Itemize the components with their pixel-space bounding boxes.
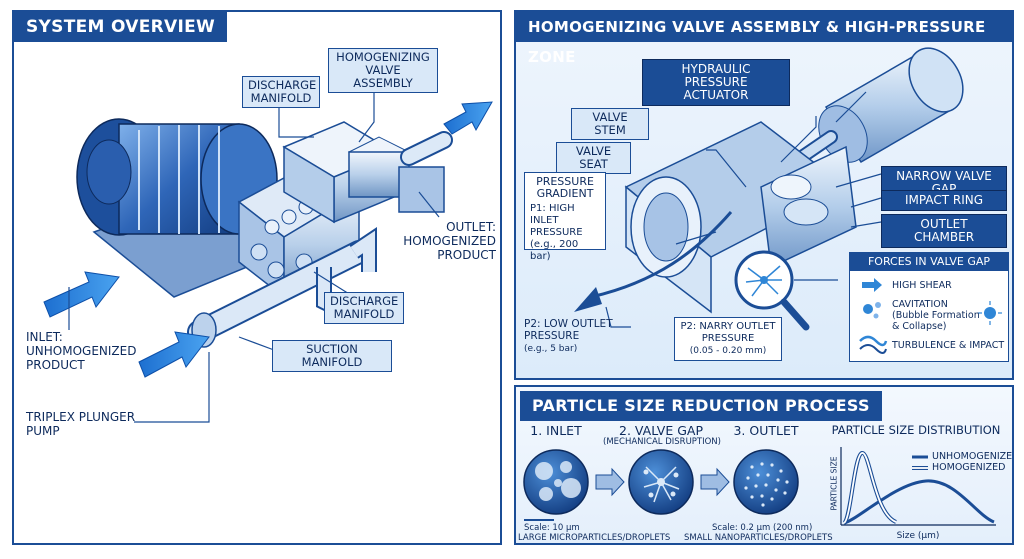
valve-zone-title: HOMOGENIZING VALVE ASSEMBLY & HIGH-PRESS… — [516, 12, 1012, 66]
stage-inlet-scale: Scale: 10 µm — [524, 523, 580, 533]
force-high-shear: HIGH SHEAR — [892, 280, 952, 291]
system-overview-title: SYSTEM OVERVIEW — [14, 12, 228, 42]
valve-zone-panel: HOMOGENIZING VALVE ASSEMBLY & HIGH-PRESS… — [514, 10, 1014, 380]
electric-motor — [76, 118, 278, 236]
label-suction-manifold: SUCTION MANIFOLD — [272, 340, 392, 372]
turbulence-icon — [859, 335, 888, 354]
forces-in-valve-gap-box: FORCES IN VALVE GAP HIGH SHEAR CAVITATIO… — [849, 252, 1009, 362]
stage-inlet-title: 1. INLET — [530, 423, 582, 438]
p2-narrow-outlet-box: P2: NARRY OUTLET PRESSURE (0.05 - 0.20 m… — [674, 317, 782, 361]
magnifier-icon — [734, 250, 810, 331]
label-valve-stem: VALVE STEM — [571, 108, 649, 140]
stage-outlet-caption: SMALL NANOPARTICLES/DROPLETS — [684, 533, 833, 543]
label-triplex-plunger-pump: TRIPLEX PLUNGER PUMP — [26, 410, 136, 438]
p2-low-text: P2: LOW OUTLET PRESSURE — [524, 318, 613, 342]
inlet-flow-arrow-upper — [43, 271, 120, 318]
valve-body-cutaway — [624, 121, 857, 314]
unhomogenized-curve — [843, 479, 995, 525]
particle-size-panel: PARTICLE SIZE REDUCTION PROCESS — [514, 385, 1014, 545]
particle-size-title: PARTICLE SIZE REDUCTION PROCESS — [520, 391, 882, 421]
p2-narrow-example: (0.05 - 0.20 mm) — [689, 346, 767, 356]
inlet-flow-arrow-lower — [138, 331, 210, 378]
stage-arrow-1 — [595, 467, 625, 497]
particle-stages-illustration — [523, 447, 996, 526]
forces-title: FORCES IN VALVE GAP — [850, 253, 1008, 271]
homogenized-curve — [843, 452, 897, 524]
force-turbulence-impact: TURBULENCE & IMPACT — [892, 340, 1005, 351]
label-outlet-homogenized-product: OUTLET: HOMOGENIZED PRODUCT — [403, 220, 496, 262]
force-cavitation: CAVITATION (Bubble Formation & Collapse) — [892, 299, 980, 332]
shear-arrows-icon — [862, 278, 882, 292]
stage-inlet-caption: LARGE MICROPARTICLES/DROPLETS — [518, 533, 671, 543]
p2-low-outlet-pressure: P2: LOW OUTLET PRESSURE (e.g., 5 bar) — [524, 318, 634, 355]
stage-valve-gap-subtitle: (MECHANICAL DISRUPTION) — [603, 437, 721, 447]
p1-example: (e.g., 200 bar) — [530, 239, 579, 262]
particle-size-distribution-chart — [840, 447, 996, 526]
bubble-icon — [863, 302, 881, 319]
inlet-particles-disc — [523, 449, 589, 521]
p1-high-inlet-pressure: P1: HIGH INLET PRESSURE — [530, 203, 583, 238]
label-discharge-manifold-top: DISCHARGE MANIFOLD — [242, 76, 320, 108]
stage-arrow-2 — [700, 467, 730, 497]
label-discharge-manifold-bottom: DISCHARGE MANIFOLD — [324, 292, 404, 324]
distribution-title: PARTICLE SIZE DISTRIBUTION — [831, 423, 1001, 437]
p2-low-example: (e.g., 5 bar) — [524, 344, 578, 354]
pressure-gradient-box: PRESSURE GRADIENT P1: HIGH INLET PRESSUR… — [524, 172, 606, 262]
label-impact-ring: IMPACT RING — [881, 190, 1007, 211]
cavitation-burst-icon — [978, 301, 1002, 325]
hydraulic-actuator — [818, 47, 964, 164]
distribution-ylabel: PARTICLE SIZE — [829, 456, 839, 511]
valve-gap-disruption-disc — [628, 449, 694, 515]
legend-homogenized: HOMOGENIZED — [932, 462, 1006, 473]
stage-outlet-scale: Scale: 0.2 µm (200 nm) — [712, 523, 813, 533]
pressure-gradient-heading: PRESSURE GRADIENT — [536, 175, 594, 200]
label-outlet-chamber: OUTLET CHAMBER — [881, 214, 1007, 248]
homogenizing-valve-block — [347, 136, 445, 213]
label-homogenizing-valve-assembly: HOMOGENIZING VALVE ASSEMBLY — [328, 48, 438, 93]
distribution-xlabel: Size (µm) — [896, 531, 940, 541]
valve-cutaway-illustration — [574, 47, 964, 331]
label-valve-seat: VALVE SEAT — [556, 142, 631, 174]
forces-icons — [859, 278, 1002, 354]
stage-valve-gap-title: 2. VALVE GAP — [619, 423, 703, 438]
system-overview-panel: SYSTEM OVERVIEW — [12, 10, 502, 545]
outlet-particles-disc — [733, 449, 799, 515]
outlet-pressure-arrow-head — [574, 287, 602, 312]
p2-narrow-text: P2: NARRY OUTLET PRESSURE — [680, 321, 776, 344]
label-inlet-unhomogenized-product: INLET: UNHOMOGENIZED PRODUCT — [26, 330, 137, 372]
outlet-flow-arrow — [443, 101, 493, 135]
legend-unhomogenized: UNHOMOGENIZED — [932, 451, 1014, 462]
stage-outlet-title: 3. OUTLET — [733, 423, 799, 438]
label-hydraulic-actuator: HYDRAULIC PRESSURE ACTUATOR — [642, 59, 790, 106]
